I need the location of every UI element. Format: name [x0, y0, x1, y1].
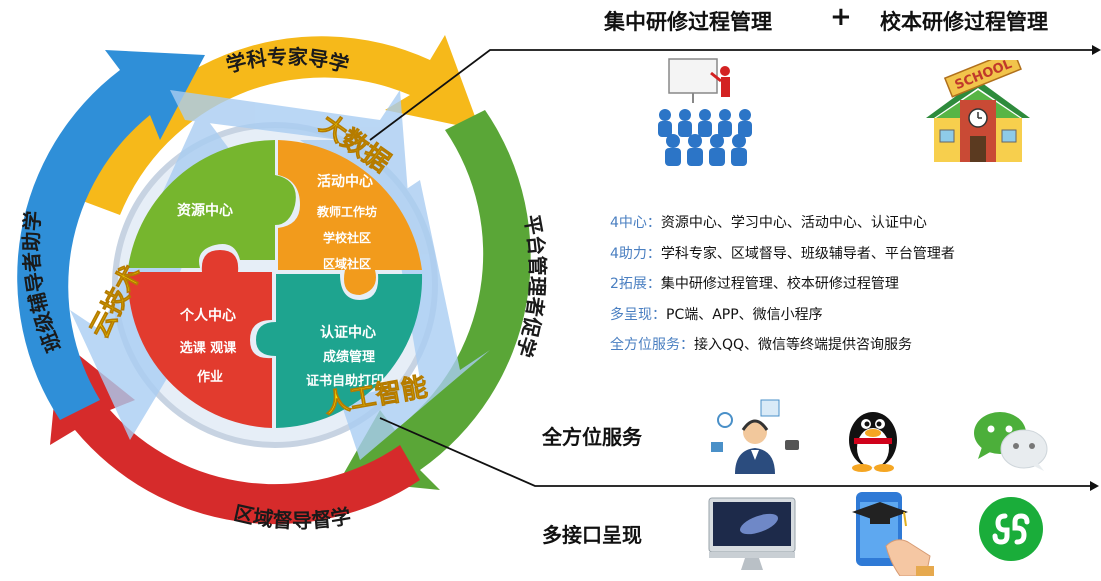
- header-plus: +: [830, 2, 852, 32]
- teacher-classroom-icon: [655, 57, 755, 167]
- puzzle-activity: [278, 140, 422, 295]
- header-centralized: 集中研修过程管理: [604, 10, 772, 34]
- mini-program-icon: [978, 496, 1044, 562]
- interface-section-label: 多接口呈现: [542, 523, 642, 547]
- info-list: 4中心：资源中心、学习中心、活动中心、认证中心 4助力：学科专家、区域督导、班级…: [610, 208, 955, 361]
- outer-ring: [17, 35, 531, 525]
- qq-penguin-icon: [842, 400, 904, 472]
- info-value: 接入QQ、微信等终端提供咨询服务: [694, 337, 913, 353]
- cert-item-2: 证书自助打印: [306, 373, 384, 389]
- info-value: 集中研修过程管理、校本研修过程管理: [660, 276, 899, 292]
- ring-red-arrow: [50, 340, 420, 525]
- info-value: 学科专家、区域督导、班级辅导者、平台管理者: [660, 245, 955, 262]
- info-row: 多呈现：PC端、APP、微信小程序: [610, 300, 955, 331]
- ring-blue-arrow: [17, 50, 206, 420]
- cert-title: 认证中心: [320, 324, 376, 341]
- info-row: 全方位服务：接入QQ、微信等终端提供咨询服务: [610, 330, 955, 361]
- tablet-graduation-icon: [846, 490, 936, 577]
- top-arrowhead: [1092, 45, 1101, 55]
- info-key: 2拓展：: [610, 276, 661, 292]
- activity-item-2: 学校社区: [323, 230, 371, 245]
- personal-title: 个人中心: [179, 307, 236, 324]
- resource-title: 资源中心: [177, 202, 233, 219]
- bottom-connector-line: [379, 417, 1090, 487]
- info-row: 4助力：学科专家、区域督导、班级辅导者、平台管理者: [610, 239, 955, 270]
- personal-item-2: 作业: [197, 369, 223, 385]
- service-section-label: 全方位服务: [542, 425, 642, 449]
- bottom-arrowhead: [1090, 481, 1099, 491]
- ring-green-arrow: [340, 110, 531, 490]
- customer-service-icon: [705, 398, 805, 476]
- puzzle-resource: [128, 140, 296, 268]
- top-connector-line: [369, 49, 1092, 141]
- activity-title: 活动中心: [317, 173, 373, 190]
- activity-item-1: 教师工作坊: [316, 204, 377, 219]
- personal-item-1: 选课 观课: [180, 340, 238, 356]
- info-key: 4助力：: [610, 245, 661, 262]
- puzzle-personal: [127, 250, 272, 428]
- info-row: 2拓展：集中研修过程管理、校本研修过程管理: [610, 269, 955, 300]
- info-value: PC端、APP、微信小程序: [666, 306, 823, 323]
- puzzle-cert: [256, 274, 423, 428]
- header-school-based: 校本研修过程管理: [880, 10, 1048, 34]
- info-value: 资源中心、学习中心、活动中心、认证中心: [660, 215, 927, 231]
- info-key: 4中心：: [610, 215, 661, 231]
- info-row: 4中心：资源中心、学习中心、活动中心、认证中心: [610, 208, 955, 239]
- activity-item-3: 区域社区: [323, 256, 371, 271]
- info-key: 全方位服务：: [610, 337, 694, 353]
- cert-item-1: 成绩管理: [323, 349, 375, 365]
- bigdata-arrow: [170, 90, 410, 220]
- info-key: 多呈现：: [610, 306, 666, 323]
- school-building-icon: SCHOOL: [922, 49, 1034, 172]
- wechat-icon: [972, 409, 1050, 471]
- imac-monitor-icon: [707, 496, 797, 572]
